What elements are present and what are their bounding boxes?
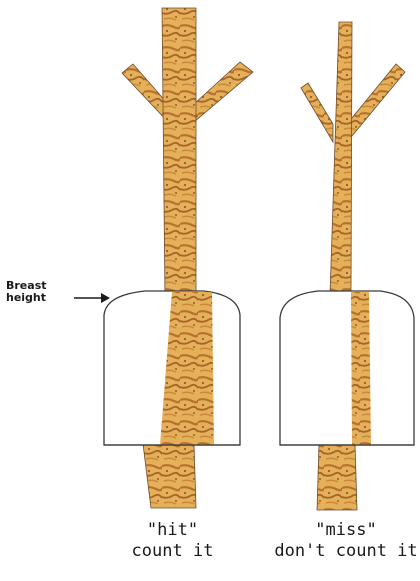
breast-height-label: Breast height xyxy=(6,280,47,304)
miss-tree-left-branch xyxy=(301,83,333,142)
hit-tree xyxy=(104,8,253,508)
miss-tree-trunk-in-box xyxy=(351,292,371,445)
miss-breast-height-box xyxy=(280,291,414,445)
miss-title: "miss" xyxy=(272,520,420,541)
hit-caption: "hit" count it xyxy=(110,520,235,562)
hit-tree-right-branch xyxy=(194,62,253,122)
hit-tree-trunk xyxy=(162,8,196,298)
breast-height-arrow xyxy=(74,293,110,303)
miss-tree-trunk xyxy=(330,22,352,295)
miss-tree-right-branch xyxy=(347,64,405,142)
miss-subtitle: don't count it xyxy=(272,541,420,562)
hit-tree-base xyxy=(143,444,196,508)
miss-caption: "miss" don't count it xyxy=(272,520,420,562)
miss-tree-base xyxy=(317,444,357,510)
miss-tree xyxy=(280,22,414,510)
breast-height-text: Breast height xyxy=(6,279,47,304)
hit-subtitle: count it xyxy=(110,541,235,562)
hit-tree-left-branch xyxy=(122,64,168,122)
hit-title: "hit" xyxy=(110,520,235,541)
